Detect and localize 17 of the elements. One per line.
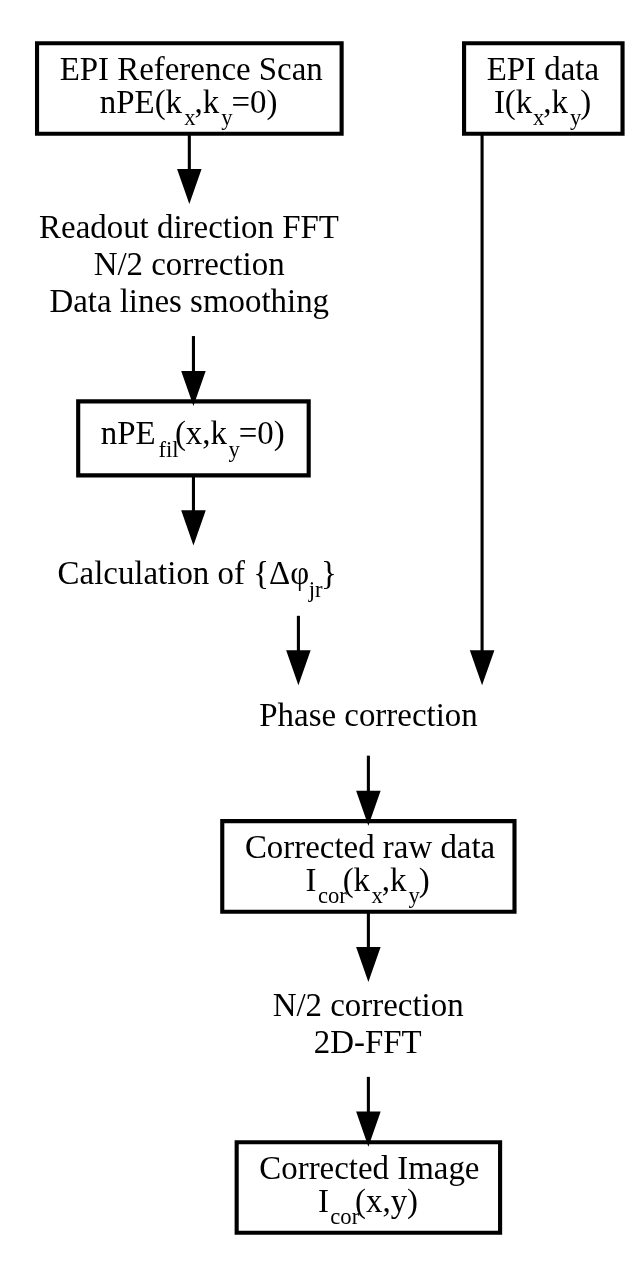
arrow	[356, 911, 381, 982]
arrow	[286, 615, 311, 685]
arrow	[181, 335, 206, 406]
node-text: N/2 correction 2D-FFT	[272, 986, 464, 1060]
node-box: EPI Reference Scan nPE(k$_{x}$,k$_{y}$=0)	[35, 40, 344, 136]
node-box: EPI data I(k$_{x}$,k$_{y}$)	[462, 40, 625, 136]
node-text: Phase correction	[259, 696, 478, 733]
arrow	[469, 133, 495, 685]
node-box: Corrected raw data I$_{cor}$(k$_{x}$,k$_{y}$)	[220, 818, 517, 914]
node-text: Readout direction FFT N/2 correction Data lines smoothing	[39, 208, 339, 319]
node-text: Calculation of {Δφ$_{jr}$}	[57, 554, 337, 602]
arrow	[356, 755, 381, 826]
arrow	[181, 475, 206, 545]
arrow	[356, 1076, 381, 1147]
node-box: Corrected Image I$_{cor}$(x,y)	[234, 1139, 503, 1235]
node-box: nPE$_{fil}$(x,k$_{y}$=0)	[76, 398, 311, 477]
arrow	[177, 134, 202, 204]
